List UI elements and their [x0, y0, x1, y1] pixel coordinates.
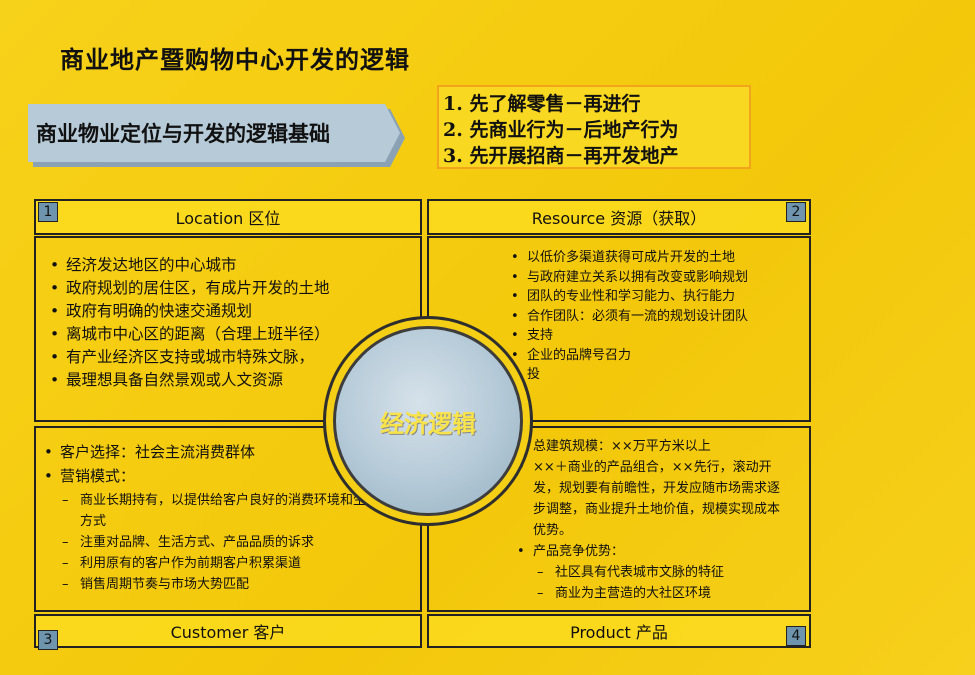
customer-sublist: 商业长期持有，以提供给客户良好的消费环境和生活方式 注重对品牌、生活方式、产品品…	[54, 490, 384, 595]
quadrant-number-3: 3	[38, 630, 58, 650]
location-header-label: Location 区位	[175, 209, 281, 228]
location-header: Location 区位	[34, 199, 422, 235]
quadrant-number-4: 4	[786, 626, 806, 646]
list-item: ××＋商业的产品组合，××先行，滚动开发，规划要有前瞻性，开发应随市场需求逐步调…	[513, 457, 783, 541]
list-item: 投	[507, 365, 809, 385]
location-panel: 经济发达地区的中心城市 政府规划的居住区，有成片开发的土地 政府有明确的快速交通…	[34, 236, 422, 422]
sublist-item: 商业为主营造的大社区环境	[529, 583, 809, 604]
product-sublist: 社区具有代表城市文脉的特征 商业为主营造的大社区环境	[529, 562, 809, 604]
sublist-item: 利用原有的客户作为前期客户积累渠道	[54, 553, 384, 574]
product-panel: 总建筑规模：××万平方米以上 ××＋商业的产品组合，××先行，滚动开发，规划要有…	[427, 426, 811, 612]
product-header-label: Product 产品	[570, 623, 668, 642]
resource-panel: 以低价多渠道获得可成片开发的土地 与政府建立关系以拥有改变或影响规划 团队的专业…	[427, 236, 811, 422]
customer-panel: 客户选择：社会主流消费群体 营销模式： 商业长期持有，以提供给客户良好的消费环境…	[34, 426, 422, 612]
list-item: 离城市中心区的距离（合理上班半径）	[46, 323, 420, 346]
sublist-item: 销售周期节奏与市场大势匹配	[54, 574, 384, 595]
sublist-item: 注重对品牌、生活方式、产品品质的诉求	[54, 532, 384, 553]
resource-list: 以低价多渠道获得可成片开发的土地 与政府建立关系以拥有改变或影响规划 团队的专业…	[507, 248, 809, 385]
sublist-item: 商业长期持有，以提供给客户良好的消费环境和生活方式	[54, 490, 384, 532]
center-circle: 经济逻辑	[333, 326, 523, 516]
list-item: 产品竞争优势：	[513, 541, 783, 562]
list-item: 总建筑规模：××万平方米以上	[513, 436, 783, 457]
principle-3: 3. 先开展招商－再开发地产	[443, 145, 679, 167]
banner-label: 商业物业定位与开发的逻辑基础	[36, 121, 330, 146]
quadrant-number-2: 2	[786, 202, 806, 222]
list-item: 营销模式：	[40, 464, 420, 488]
list-item: 经济发达地区的中心城市	[46, 254, 420, 277]
page-title: 商业地产暨购物中心开发的逻辑	[60, 45, 410, 74]
principle-2: 2. 先商业行为－后地产行为	[443, 119, 679, 141]
sublist-item: 社区具有代表城市文脉的特征	[529, 562, 809, 583]
location-list: 经济发达地区的中心城市 政府规划的居住区，有成片开发的土地 政府有明确的快速交通…	[46, 254, 420, 392]
banner-arrow	[28, 104, 400, 162]
product-header: Product 产品	[427, 614, 811, 648]
list-item: 最理想具备自然景观或人文资源	[46, 369, 420, 392]
list-item: 客户选择：社会主流消费群体	[40, 440, 420, 464]
product-list: 总建筑规模：××万平方米以上 ××＋商业的产品组合，××先行，滚动开发，规划要有…	[513, 436, 783, 562]
customer-header: Customer 客户	[34, 614, 422, 648]
list-item-continued: 支持	[507, 326, 809, 346]
principles-box: 1. 先了解零售－再进行 2. 先商业行为－后地产行为 3. 先开展招商－再开发…	[437, 85, 751, 169]
customer-header-label: Customer 客户	[170, 623, 286, 642]
list-item: 政府有明确的快速交通规划	[46, 300, 420, 323]
list-item: 与政府建立关系以拥有改变或影响规划	[507, 268, 809, 288]
list-item: 政府规划的居住区，有成片开发的土地	[46, 277, 420, 300]
list-item: 以低价多渠道获得可成片开发的土地	[507, 248, 809, 268]
customer-list: 客户选择：社会主流消费群体 营销模式：	[40, 440, 420, 488]
list-item: 合作团队：必须有一流的规划设计团队	[507, 307, 809, 327]
resource-header: Resource 资源（获取）	[427, 199, 811, 235]
list-item: 企业的品牌号召力	[507, 346, 809, 366]
quadrant-number-1: 1	[38, 202, 58, 222]
resource-header-label: Resource 资源（获取）	[531, 209, 707, 228]
list-item: 团队的专业性和学习能力、执行能力	[507, 287, 809, 307]
principle-1: 1. 先了解零售－再进行	[443, 93, 641, 115]
center-label: 经济逻辑	[380, 408, 476, 438]
list-item: 有产业经济区支持或城市特殊文脉，	[46, 346, 420, 369]
